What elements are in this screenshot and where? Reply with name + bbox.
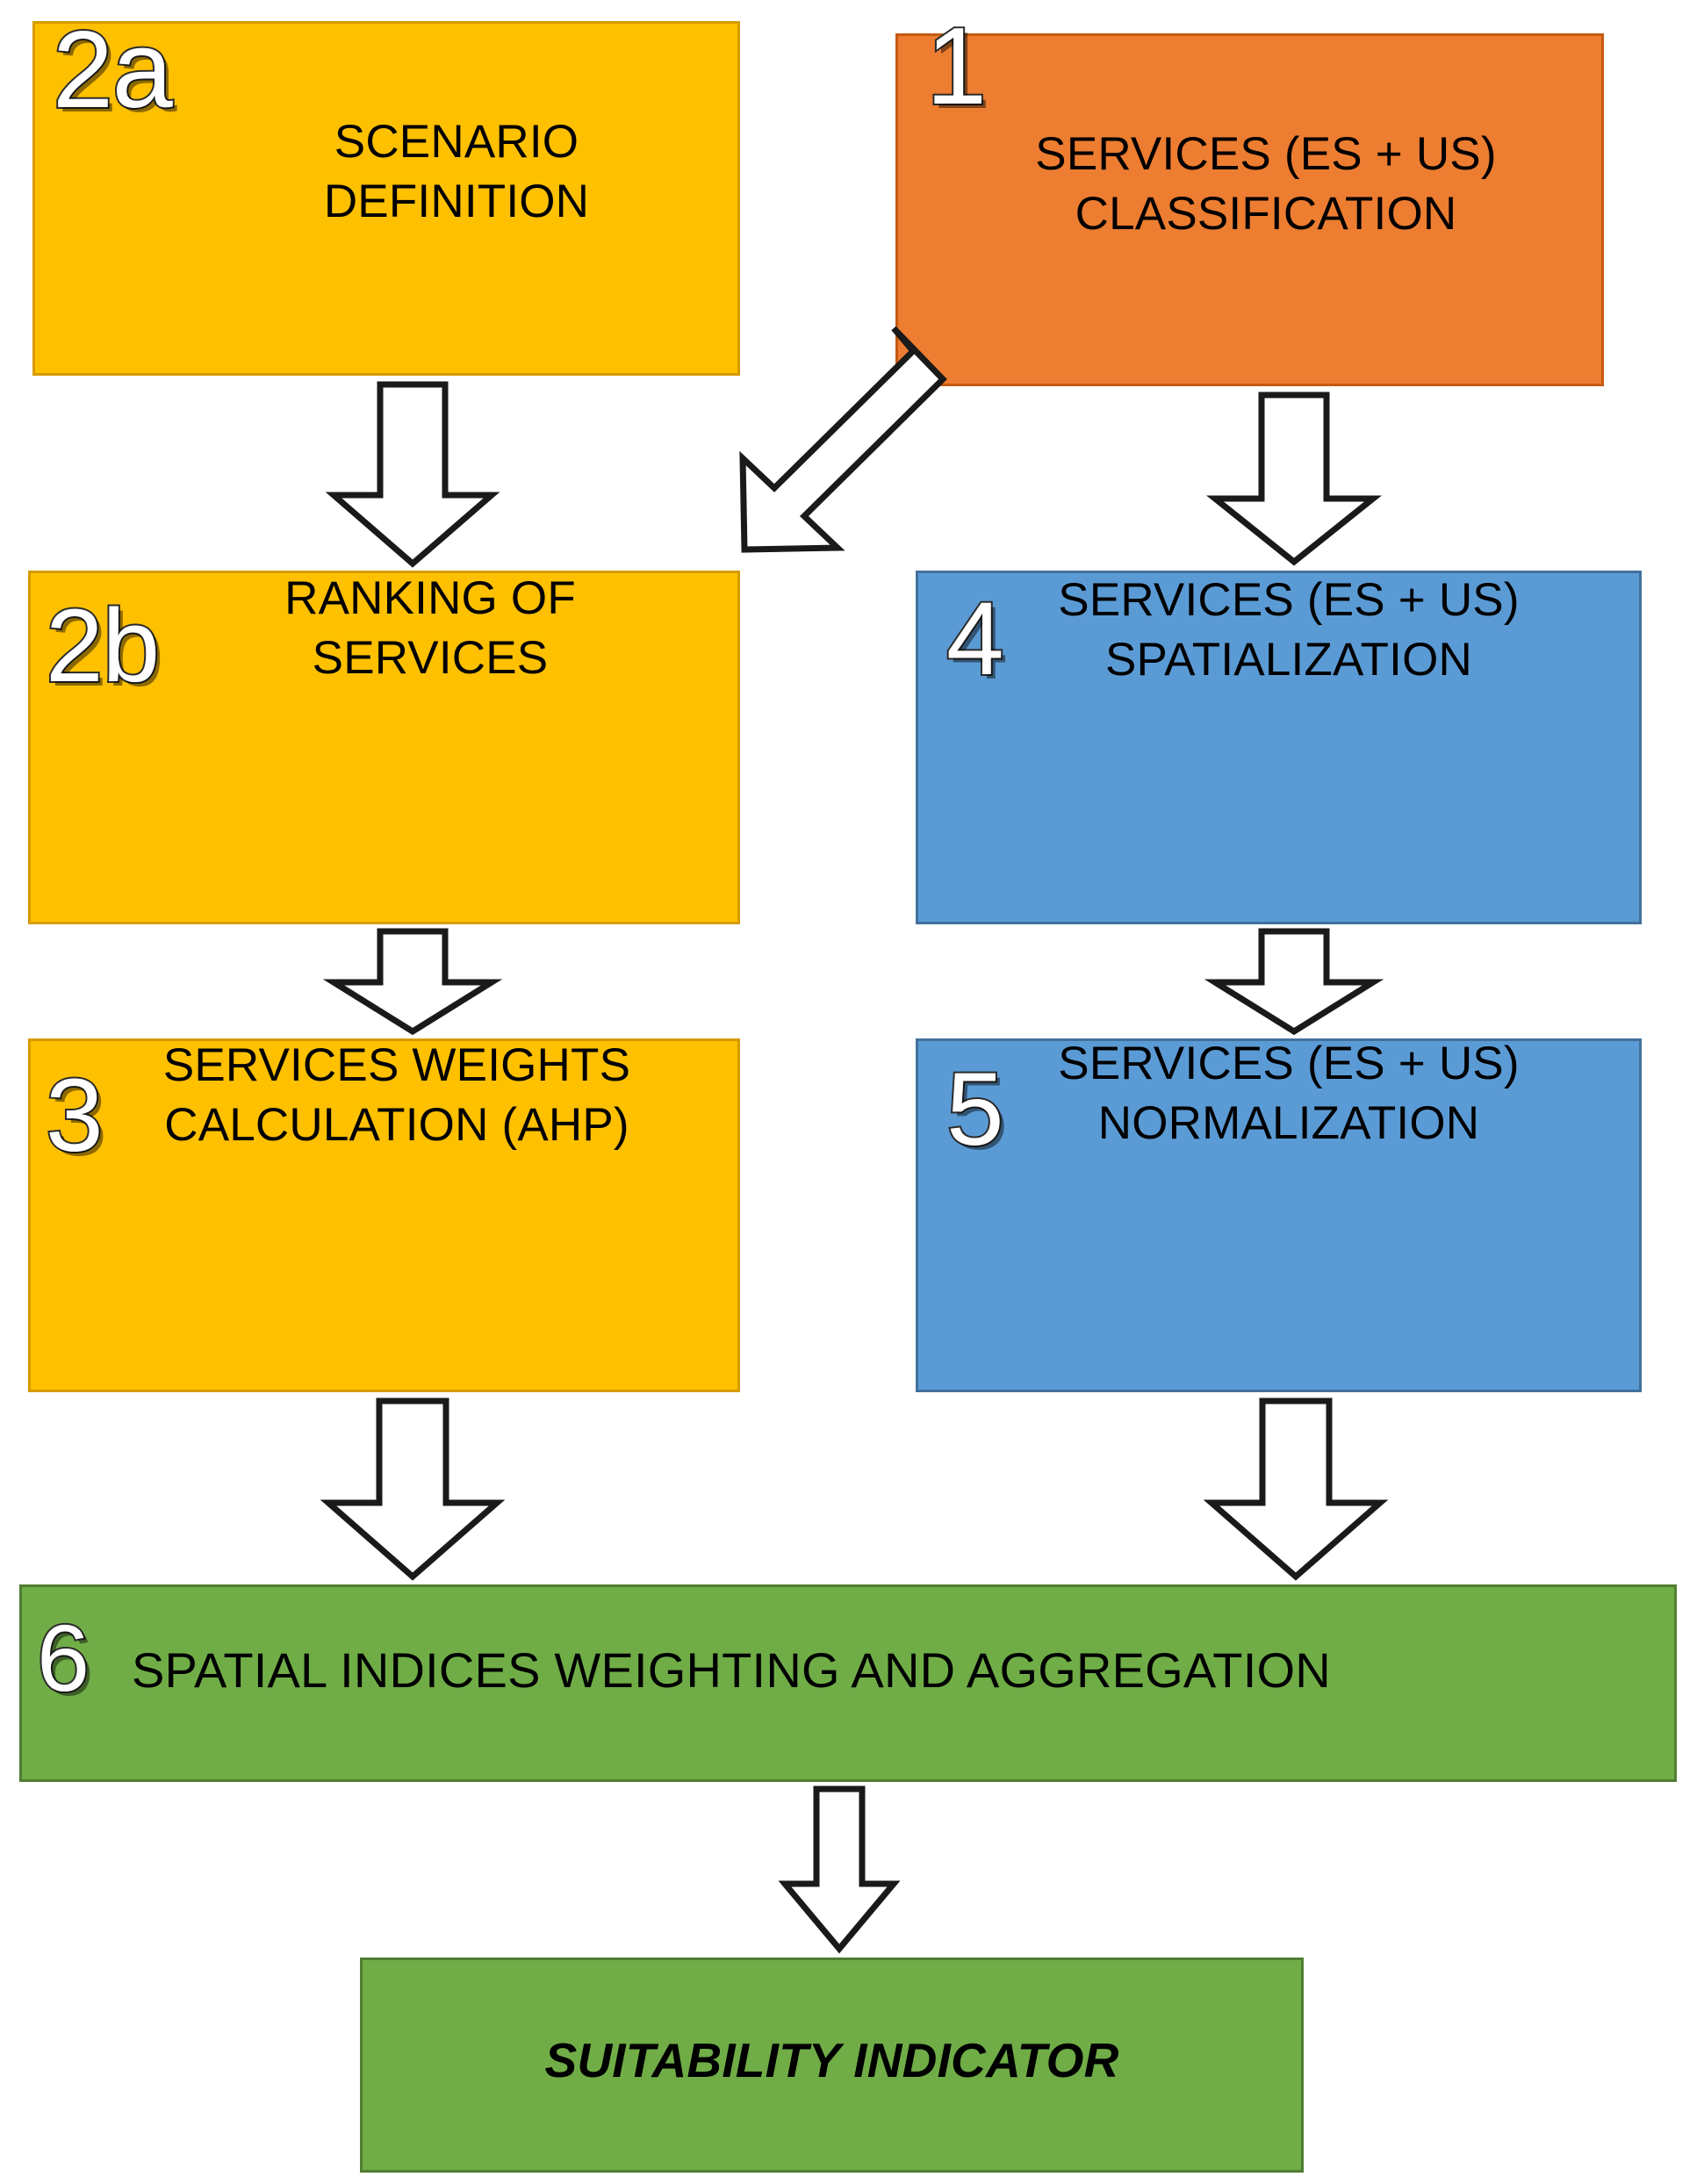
process-box-2a[interactable] bbox=[32, 21, 740, 376]
process-box-6[interactable] bbox=[19, 1584, 1677, 1782]
box-label-services-weights-calculation: SERVICES WEIGHTS CALCULATION (AHP) bbox=[162, 1039, 631, 1151]
process-box-2b[interactable] bbox=[28, 571, 740, 924]
arrow-down-icon-2b-to-3 bbox=[322, 928, 503, 1037]
box-label-ranking-of-services: RANKING OF SERVICES bbox=[284, 572, 576, 684]
arrow-down-icon-5-to-6 bbox=[1199, 1396, 1392, 1582]
process-box-4[interactable] bbox=[916, 571, 1642, 924]
box-label-spatial-indices-weighting: SPATIAL INDICES WEIGHTING AND AGGREGATIO… bbox=[132, 1642, 1331, 1698]
arrow-down-icon-6-to-suitability-indicator bbox=[778, 1785, 901, 1954]
box-label-services-normalization: SERVICES (ES + US) NORMALIZATION bbox=[1058, 1038, 1520, 1149]
arrow-down-icon-2a-to-2b bbox=[325, 379, 500, 569]
arrow-down-icon-3-to-6 bbox=[316, 1396, 509, 1582]
arrow-down-icon-4-to-5 bbox=[1204, 928, 1384, 1037]
box-label-services-spatialization: SERVICES (ES + US) SPATIALIZATION bbox=[1058, 574, 1520, 686]
process-box-5[interactable] bbox=[916, 1038, 1642, 1392]
arrow-down-icon-1-to-4 bbox=[1206, 390, 1382, 567]
box-label-services-classification: SERVICES (ES + US) CLASSIFICATION bbox=[1035, 128, 1497, 240]
process-box-3[interactable] bbox=[28, 1038, 740, 1392]
box-label-scenario-definition: SCENARIO DEFINITION bbox=[323, 116, 590, 227]
box-label-suitability-indicator: SUITABILITY INDICATOR bbox=[544, 2033, 1119, 2087]
process-box-1[interactable] bbox=[895, 33, 1604, 386]
outcome-box-suitability-indicator[interactable] bbox=[360, 1958, 1304, 2173]
